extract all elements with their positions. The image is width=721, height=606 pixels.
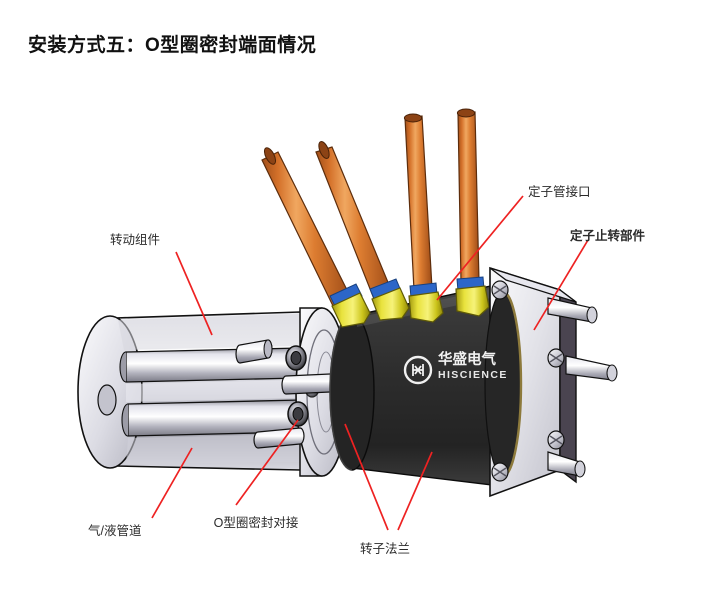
rotating-assembly-group xyxy=(77,307,357,477)
leader-o-ring-seal xyxy=(235,419,299,506)
leader-rotating-assembly xyxy=(175,251,213,336)
label-stator-anti-rotation: 定子止转部件 xyxy=(570,229,646,243)
leader-stator-pipe-port xyxy=(436,195,524,301)
page-title: 安装方式五：O型圈密封端面情况 xyxy=(28,35,317,56)
stator-anti-rotation-plate xyxy=(484,266,618,498)
anti-rotation-pins xyxy=(547,297,618,478)
leader-rotor-flange-b xyxy=(397,451,433,531)
leader-rotor-flange-a xyxy=(344,423,389,531)
label-gas-liquid-pipe: 气/液管道 xyxy=(88,524,142,538)
label-stator-pipe-port: 定子管接口 xyxy=(528,185,591,199)
leader-gas-liquid-pipe xyxy=(151,447,193,519)
stator-housing-group xyxy=(329,283,515,487)
label-rotor-flange: 转子法兰 xyxy=(360,542,411,556)
label-rotating-assembly: 转动组件 xyxy=(110,233,161,247)
label-o-ring-seal-joint: O型圈密封对接 xyxy=(213,516,299,530)
plate-screws xyxy=(491,280,565,482)
rotor-alignment-rods xyxy=(235,339,357,449)
gas-liquid-pipes-group xyxy=(261,108,490,328)
leader-lines xyxy=(151,195,589,531)
leader-stator-anti-rotation xyxy=(533,239,589,331)
